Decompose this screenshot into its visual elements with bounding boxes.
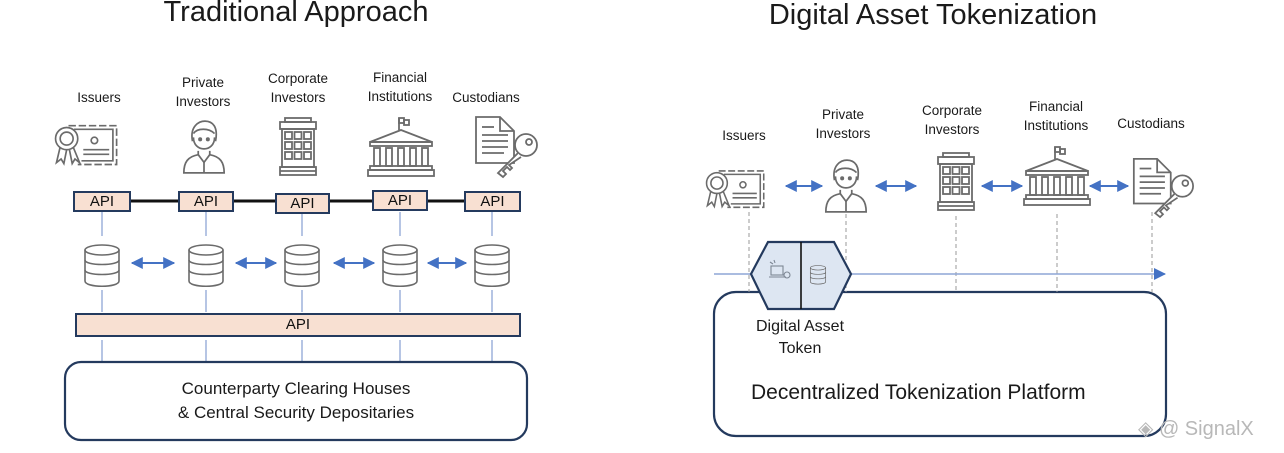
database-icon — [382, 244, 418, 288]
participant-label-corporate-investors: Corporate Investors — [267, 71, 329, 105]
participant-label-issuers: Issuers — [722, 128, 766, 143]
participant-label-private-investors: Private Investors — [815, 107, 871, 141]
office-building-icon — [937, 152, 975, 211]
participant-label-custodians: Custodians — [1117, 116, 1185, 131]
api-box-private-investors: API — [178, 191, 234, 212]
api-box-corporate-investors: API — [275, 193, 330, 214]
arrow-head-icon — [1154, 268, 1166, 280]
digital-asset-token-hexagon — [749, 240, 853, 311]
database-icon — [84, 244, 120, 288]
participant-label-corporate-investors: Corporate Investors — [921, 103, 983, 137]
left-vertical-links — [101, 212, 493, 362]
person-icon — [182, 120, 226, 174]
person-icon — [824, 159, 868, 213]
participant-label-private-investors: Private Investors — [175, 75, 231, 109]
participant-label-financial-institutions: Financial Institutions — [367, 70, 433, 104]
watermark: ◈ @ SignalX — [1138, 418, 1254, 440]
platform-label: Decentralized Tokenization Platform — [751, 381, 1086, 404]
platform-box — [712, 290, 1168, 438]
laptop-gear-icon — [769, 259, 791, 279]
participant-label-custodians: Custodians — [452, 90, 520, 105]
clearing-house-label: Counterparty Clearing Houses & Central S… — [177, 379, 415, 422]
shared-api-bar: API — [75, 313, 521, 337]
certificate-icon — [705, 170, 765, 209]
digital-asset-token-label: Digital Asset Token — [755, 318, 845, 357]
left-panel-graphics — [54, 116, 538, 442]
bank-icon — [367, 117, 435, 177]
api-box-custodians: API — [464, 191, 521, 212]
participant-label-financial-institutions: Financial Institutions — [1023, 99, 1089, 133]
right-panel-graphics — [705, 146, 1195, 438]
document-key-icon — [475, 116, 538, 178]
office-building-icon — [279, 117, 317, 176]
left-panel-title: Traditional Approach — [163, 0, 429, 28]
database-icon — [474, 244, 510, 288]
clearing-house-box — [63, 360, 529, 442]
certificate-icon — [54, 124, 118, 166]
participant-label-issuers: Issuers — [77, 90, 121, 105]
api-box-financial-institutions: API — [372, 190, 428, 211]
bank-icon — [1023, 146, 1091, 206]
right-panel-title: Digital Asset Tokenization — [768, 0, 1098, 31]
database-icon — [188, 244, 224, 288]
document-key-icon — [1132, 157, 1195, 219]
signalx-logo-icon: ◈ — [1138, 418, 1159, 440]
api-box-issuers: API — [73, 191, 131, 212]
database-icon — [284, 244, 320, 288]
